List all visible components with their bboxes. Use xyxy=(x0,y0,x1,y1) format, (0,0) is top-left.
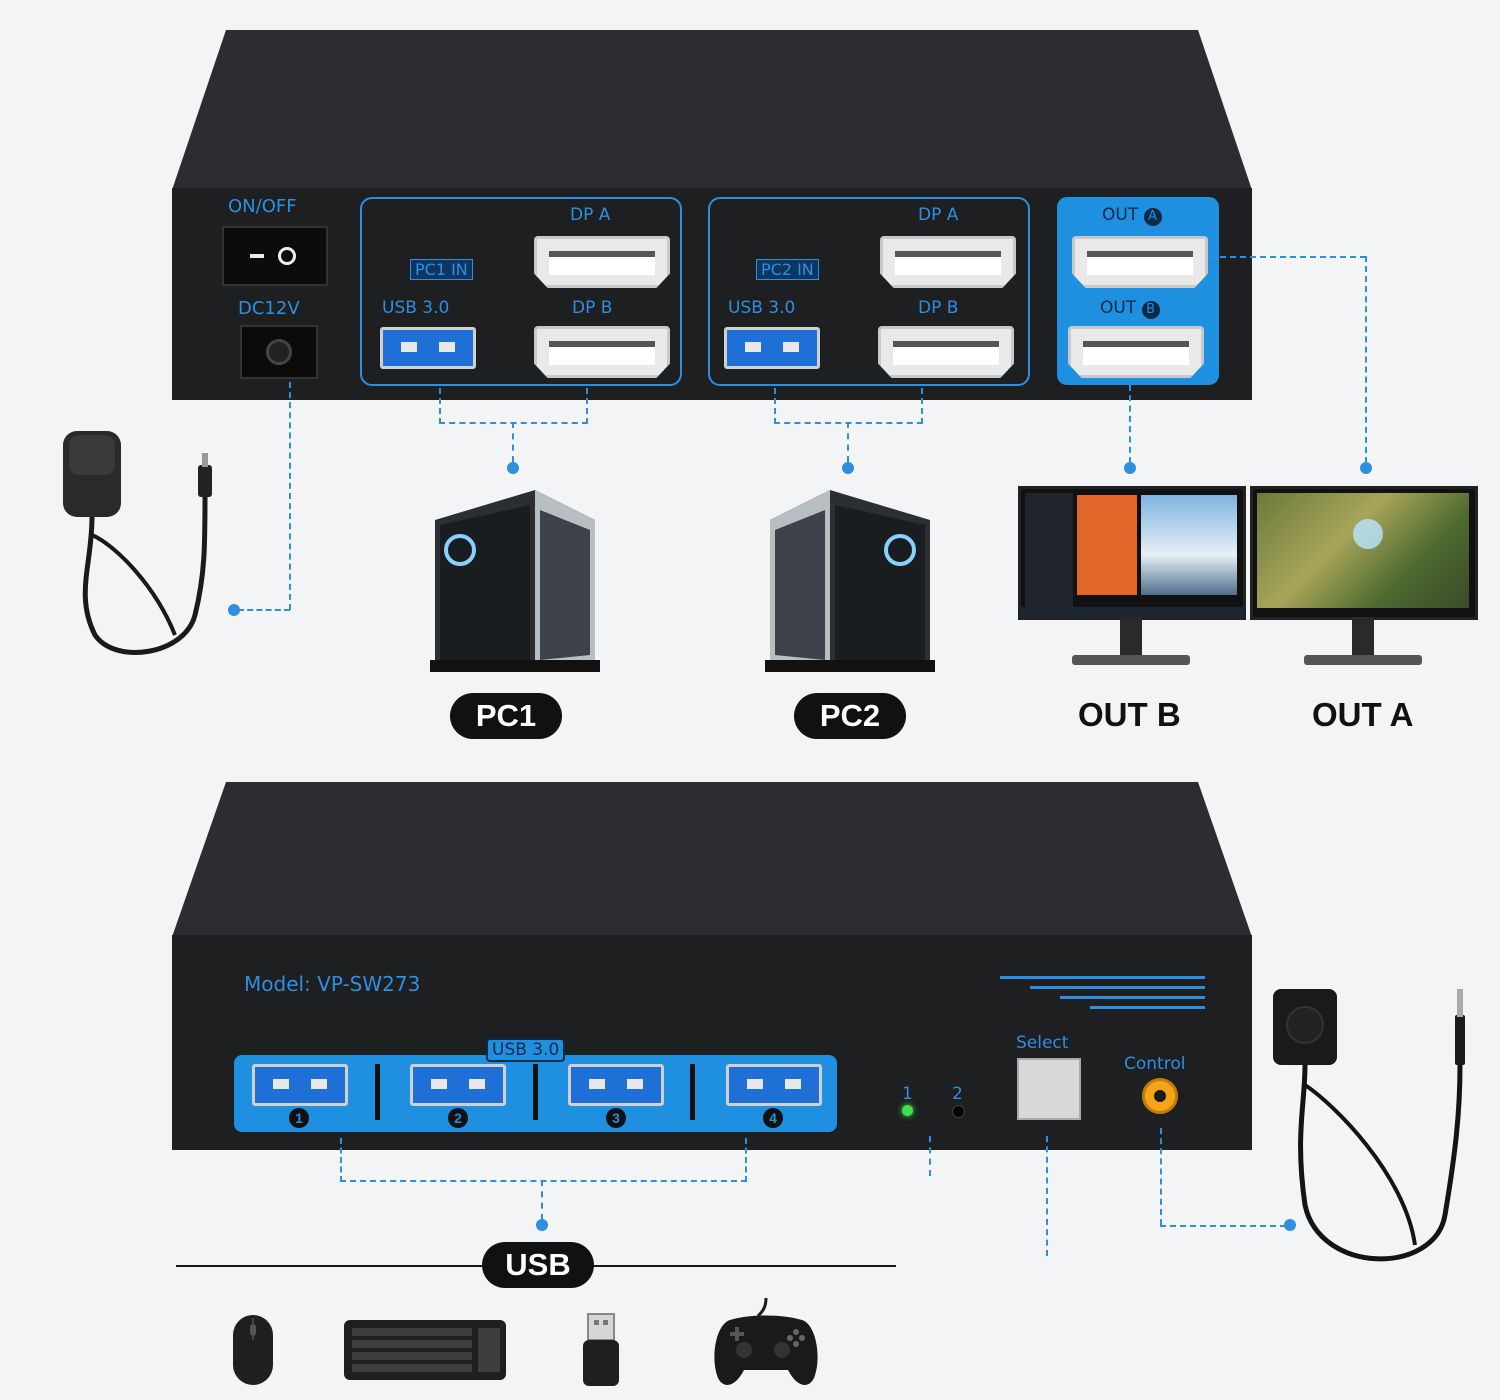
power-connector-line-h xyxy=(238,609,290,611)
bottom-device-lid xyxy=(172,782,1252,937)
led-1-indicator xyxy=(902,1105,913,1116)
monitor-out-b-base xyxy=(1072,655,1190,665)
out-b-label: OUT B xyxy=(1100,298,1160,319)
select-button[interactable] xyxy=(1017,1058,1081,1120)
pc1-badge: PC1 xyxy=(450,693,562,739)
led-1-label: 1 xyxy=(902,1084,913,1104)
control-label: Control xyxy=(1124,1054,1186,1074)
select-connector-line xyxy=(1046,1136,1048,1256)
model-label: Model: VP-SW273 xyxy=(244,972,421,996)
usb-port-3[interactable] xyxy=(568,1064,664,1106)
out-a-connector-line-v xyxy=(1365,256,1367,463)
usb-port-2[interactable] xyxy=(410,1064,506,1106)
pc2-connector-bracket xyxy=(774,388,923,424)
usb-port-4[interactable] xyxy=(726,1064,822,1106)
pc1-dp-a-label: DP A xyxy=(570,205,611,225)
out-a-caption: OUT A xyxy=(1312,696,1414,733)
pc2-dp-b-label: DP B xyxy=(918,298,959,318)
usb-hub-divider xyxy=(690,1064,695,1120)
usb-port-number: 1 xyxy=(289,1108,309,1128)
usb-hub-connector-dot xyxy=(536,1219,548,1231)
dc-jack xyxy=(240,325,318,379)
pc2-dp-a-port[interactable] xyxy=(880,236,1016,288)
pc2-connector-dot xyxy=(842,462,854,474)
pc1-usb30-label: USB 3.0 xyxy=(382,298,450,318)
control-connector-line-v xyxy=(1160,1128,1162,1225)
gamepad-icon xyxy=(714,1298,818,1385)
mouse-icon xyxy=(233,1315,273,1385)
out-b-port[interactable] xyxy=(1068,326,1204,378)
usb-port-number: 2 xyxy=(448,1108,468,1128)
out-b-connector-dot xyxy=(1124,462,1136,474)
top-device-lid xyxy=(172,30,1252,190)
pc2-tower-icon xyxy=(765,490,935,672)
power-connector-line xyxy=(289,382,291,610)
power-switch[interactable] xyxy=(222,226,328,286)
pc1-in-tag: PC1 IN xyxy=(410,259,473,280)
pc2-port-group xyxy=(708,197,1030,386)
usb-hub-divider xyxy=(533,1064,538,1120)
usb-hub-bracket xyxy=(340,1138,747,1182)
out-a-connector-line-h xyxy=(1210,256,1366,258)
on-off-label: ON/OFF xyxy=(228,196,297,217)
pc2-in-tag: PC2 IN xyxy=(756,259,819,280)
usb-hub-divider xyxy=(375,1064,380,1120)
usb-port-number: 4 xyxy=(763,1108,783,1128)
pc2-usb30-label: USB 3.0 xyxy=(728,298,796,318)
pc2-dp-a-label: DP A xyxy=(918,205,959,225)
pc1-dp-a-port[interactable] xyxy=(534,236,670,288)
out-a-text: OUT xyxy=(1102,205,1139,225)
pc1-usb-port[interactable] xyxy=(380,327,476,369)
out-a-letter: A xyxy=(1143,208,1162,226)
out-b-connector-line xyxy=(1129,385,1131,463)
monitor-out-a-screen xyxy=(1250,486,1478,620)
pc1-dp-b-port[interactable] xyxy=(534,326,670,378)
out-a-port[interactable] xyxy=(1072,236,1208,288)
led-2-label: 2 xyxy=(952,1084,963,1104)
usb-port-1[interactable] xyxy=(252,1064,348,1106)
monitor-out-a-base xyxy=(1304,655,1422,665)
usb-badge: USB xyxy=(482,1242,594,1288)
monitor-out-b-stand xyxy=(1120,617,1142,657)
usb-dongle-icon xyxy=(583,1313,619,1386)
pc1-tower-icon xyxy=(430,490,600,672)
dc12v-label: DC12V xyxy=(238,298,300,319)
out-b-text: OUT xyxy=(1100,298,1137,318)
monitor-out-a-stand xyxy=(1352,617,1374,657)
pc1-connector-dot xyxy=(507,462,519,474)
keyboard-icon xyxy=(344,1320,506,1380)
power-adapter-icon xyxy=(63,431,212,655)
usb-port-number: 3 xyxy=(606,1108,626,1128)
pc2-badge: PC2 xyxy=(794,693,906,739)
monitor-out-b-screen xyxy=(1018,486,1246,620)
pc1-port-group xyxy=(360,197,682,386)
led-2-indicator xyxy=(952,1105,965,1118)
usb-hub-connector-line xyxy=(541,1180,543,1220)
pc1-dp-b-label: DP B xyxy=(572,298,613,318)
pc1-connector-bracket xyxy=(439,388,588,424)
out-a-connector-dot xyxy=(1360,462,1372,474)
select-label: Select xyxy=(1016,1033,1069,1053)
usb-hub-label: USB 3.0 xyxy=(486,1038,566,1062)
pc1-connector-line xyxy=(512,422,514,462)
power-connector-dot xyxy=(228,604,240,616)
led-connector-line xyxy=(929,1136,931,1176)
pc2-connector-line xyxy=(847,422,849,462)
pc2-dp-b-port[interactable] xyxy=(878,326,1014,378)
pc2-usb-port[interactable] xyxy=(724,327,820,369)
control-connector-dot xyxy=(1284,1219,1296,1231)
remote-button-icon xyxy=(1273,989,1465,1262)
out-b-caption: OUT B xyxy=(1078,696,1181,733)
out-a-label: OUT A xyxy=(1102,205,1162,226)
out-b-letter: B xyxy=(1141,301,1160,319)
control-jack[interactable] xyxy=(1142,1078,1178,1114)
control-connector-line-h xyxy=(1160,1225,1286,1227)
